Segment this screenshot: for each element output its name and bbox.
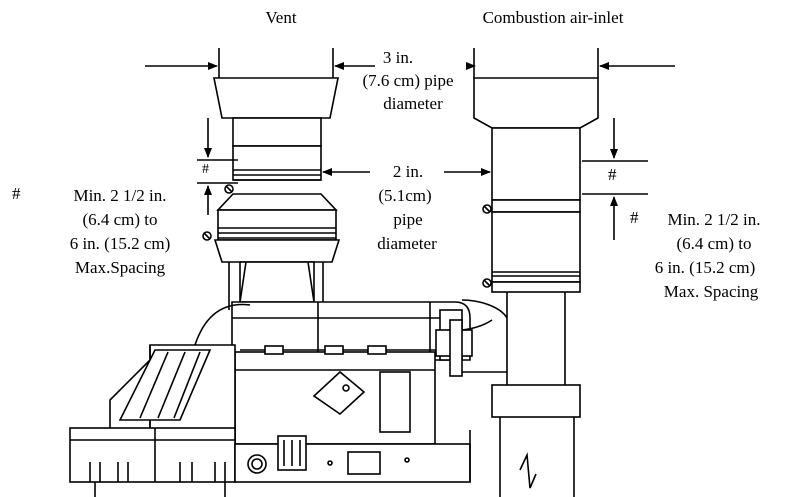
pipe-3in-line2: (7.6 cm) pipe [362, 71, 454, 90]
vent-pipe [213, 48, 341, 310]
spacing-right-line4: Max. Spacing [663, 282, 759, 301]
pipe-2in-line3: pipe [393, 210, 423, 229]
spacing-right-line1: Min. 2 1/2 in. [667, 210, 761, 229]
inlet-pipe [461, 48, 599, 497]
spacing-left-line2: (6.4 cm) to [82, 210, 158, 229]
inlet-screws [482, 204, 492, 288]
spacing-left-line3: 6 in. (15.2 cm) [69, 234, 171, 253]
spacing-right-line2: (6.4 cm) to [676, 234, 752, 253]
furnace-body [69, 301, 493, 497]
pipe-2in-line1: 2 in. [392, 162, 424, 181]
vent-label: Vent [265, 8, 297, 27]
hash-marker-right-note: # [630, 208, 639, 227]
vent-screws [202, 184, 234, 241]
hash-marker-left-note: # [12, 184, 21, 203]
pipe-2in-line4: diameter [377, 234, 437, 253]
inlet-label: Combustion air-inlet [482, 8, 624, 27]
spacing-right-line3: 6 in. (15.2 cm) [654, 258, 756, 277]
dimension-lines [145, 62, 675, 240]
pipe-3in-line3: diameter [383, 94, 443, 113]
pipe-2in-line2: (5.1cm) [378, 186, 432, 205]
spacing-left-line1: Min. 2 1/2 in. [73, 186, 167, 205]
pipe-3in-line1: 3 in. [382, 48, 414, 67]
hash-marker-left-box: # [202, 162, 209, 177]
hash-marker-right-box: # [608, 165, 617, 184]
spacing-left-line4: Max.Spacing [74, 258, 166, 277]
